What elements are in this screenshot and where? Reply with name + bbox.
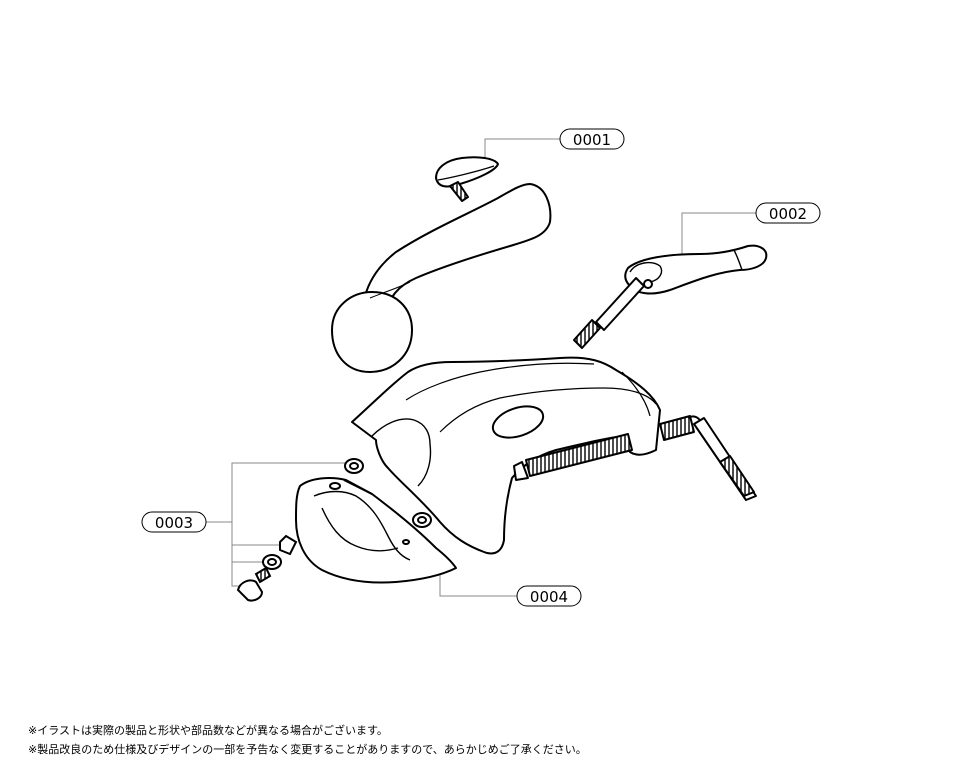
callout-0002-label: 0002 xyxy=(769,205,807,223)
clamp-body xyxy=(351,356,661,555)
leader-0001 xyxy=(484,138,560,162)
leader-0003-bracket xyxy=(231,462,345,587)
part-0003-washers-screws xyxy=(236,458,432,602)
callout-0004-label: 0004 xyxy=(530,588,568,606)
callout-0002: 0002 xyxy=(755,202,821,224)
handle-lever xyxy=(331,183,552,373)
cap-screw xyxy=(254,566,272,584)
note-illustration: ※イラストは実際の製品と形状や部品数などが異なる場合がございます。 xyxy=(28,724,388,737)
part-0002-crank xyxy=(573,244,768,349)
callout-0003-label: 0003 xyxy=(155,514,193,532)
leader-0004 xyxy=(439,570,517,597)
callout-0004: 0004 xyxy=(516,585,582,607)
leader-lines xyxy=(206,138,756,597)
callout-0001: 0001 xyxy=(559,128,625,150)
part-0001-knob xyxy=(435,156,499,202)
leader-0002 xyxy=(681,212,756,255)
callout-0001-label: 0001 xyxy=(573,131,611,149)
callout-0003: 0003 xyxy=(141,511,207,533)
disclaimer-notes: ※イラストは実際の製品と形状や部品数などが異なる場合がございます。 ※製品改良の… xyxy=(28,721,587,759)
spacer-sleeve xyxy=(279,534,298,556)
part-0004-jaw xyxy=(295,477,457,584)
note-specification: ※製品改良のため仕様及びデザインの一部を予告なく変更することがありますので、あら… xyxy=(28,743,587,756)
clamp-screw xyxy=(513,415,757,501)
